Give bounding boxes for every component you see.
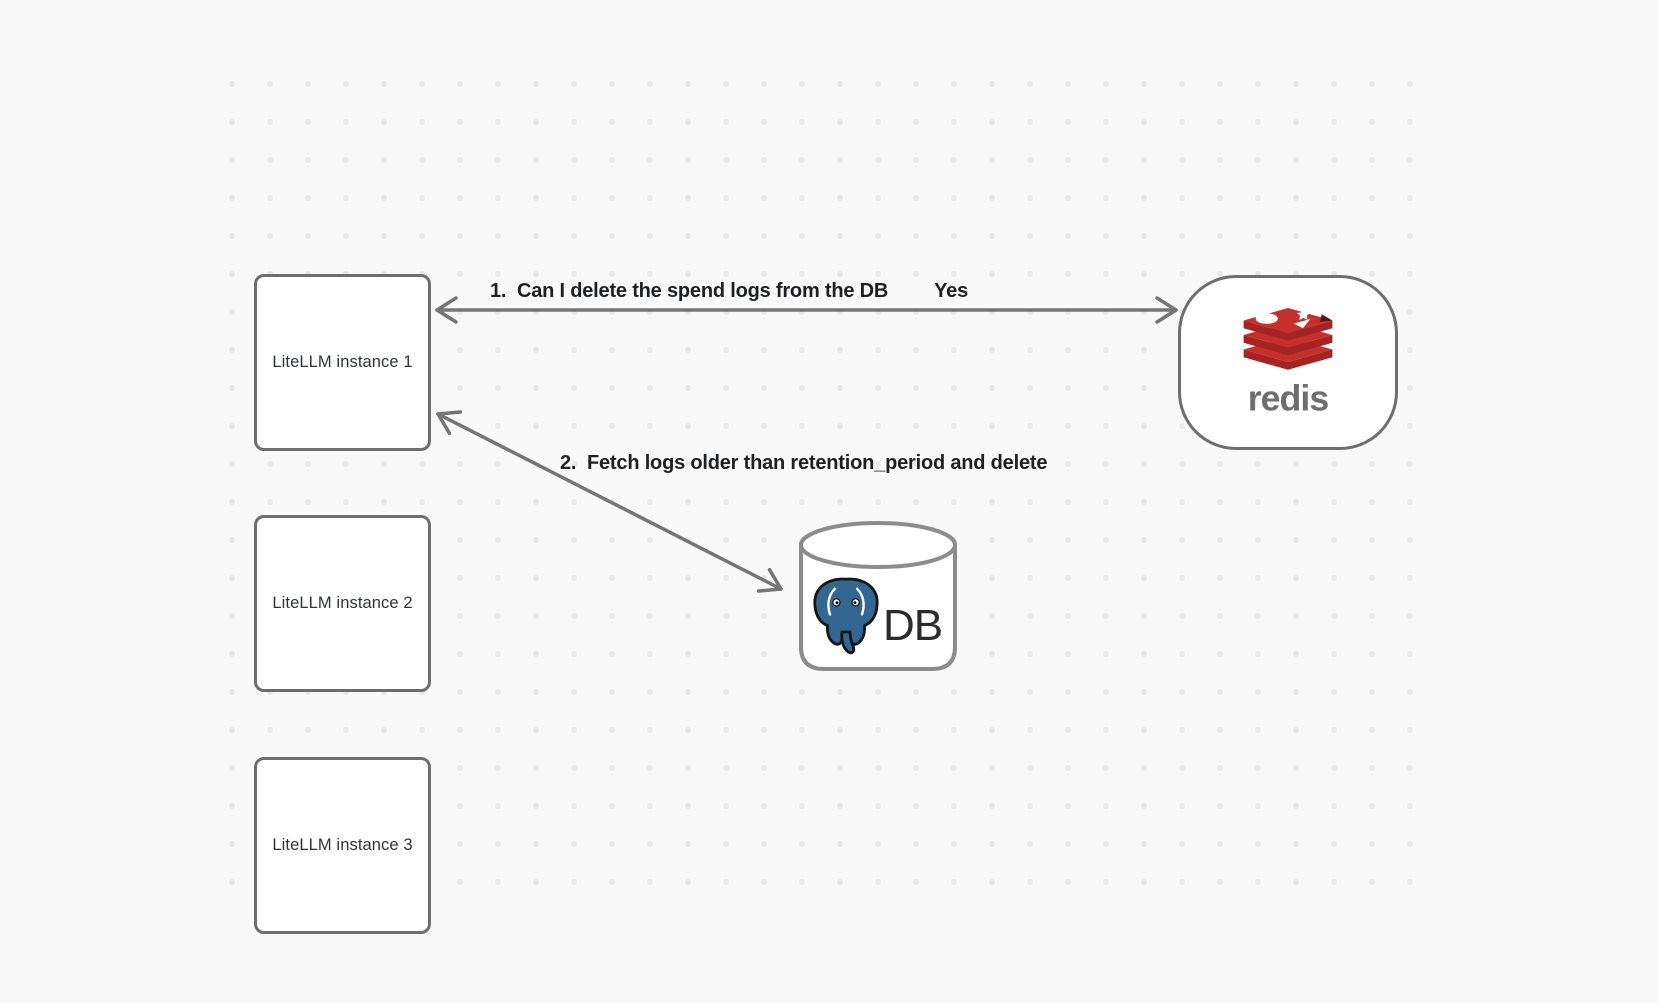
redis-cube-icon	[1243, 307, 1333, 370]
node-database-cylinder[interactable]: DB	[798, 519, 958, 674]
litellm-instance-2-label: LiteLLM instance 2	[272, 594, 413, 612]
postgresql-elephant-icon	[813, 577, 879, 655]
redis-logo-icon: redis	[1243, 307, 1333, 418]
arrow-1-response: Yes	[934, 280, 969, 302]
litellm-instance-1-label: LiteLLM instance 1	[272, 353, 413, 371]
arrow-caption-1: 1. Can I delete the spend logs from the …	[490, 278, 968, 304]
database-label: DB	[883, 601, 942, 650]
database-cylinder-shape: DB	[799, 521, 957, 671]
node-litellm-instance-3[interactable]: LiteLLM instance 3	[254, 757, 431, 934]
node-litellm-instance-2[interactable]: LiteLLM instance 2	[254, 515, 431, 692]
node-litellm-instance-1[interactable]: LiteLLM instance 1	[254, 274, 431, 451]
node-redis[interactable]: redis	[1178, 275, 1398, 450]
redis-wordmark: redis	[1248, 378, 1329, 418]
arrow-caption-2: 2. Fetch logs older than retention_perio…	[560, 450, 1047, 476]
arrow-2-label: 2. Fetch logs older than retention_perio…	[560, 452, 1048, 474]
litellm-instance-3-label: LiteLLM instance 3	[272, 836, 413, 854]
arrow-1-label: 1. Can I delete the spend logs from the …	[490, 280, 889, 302]
